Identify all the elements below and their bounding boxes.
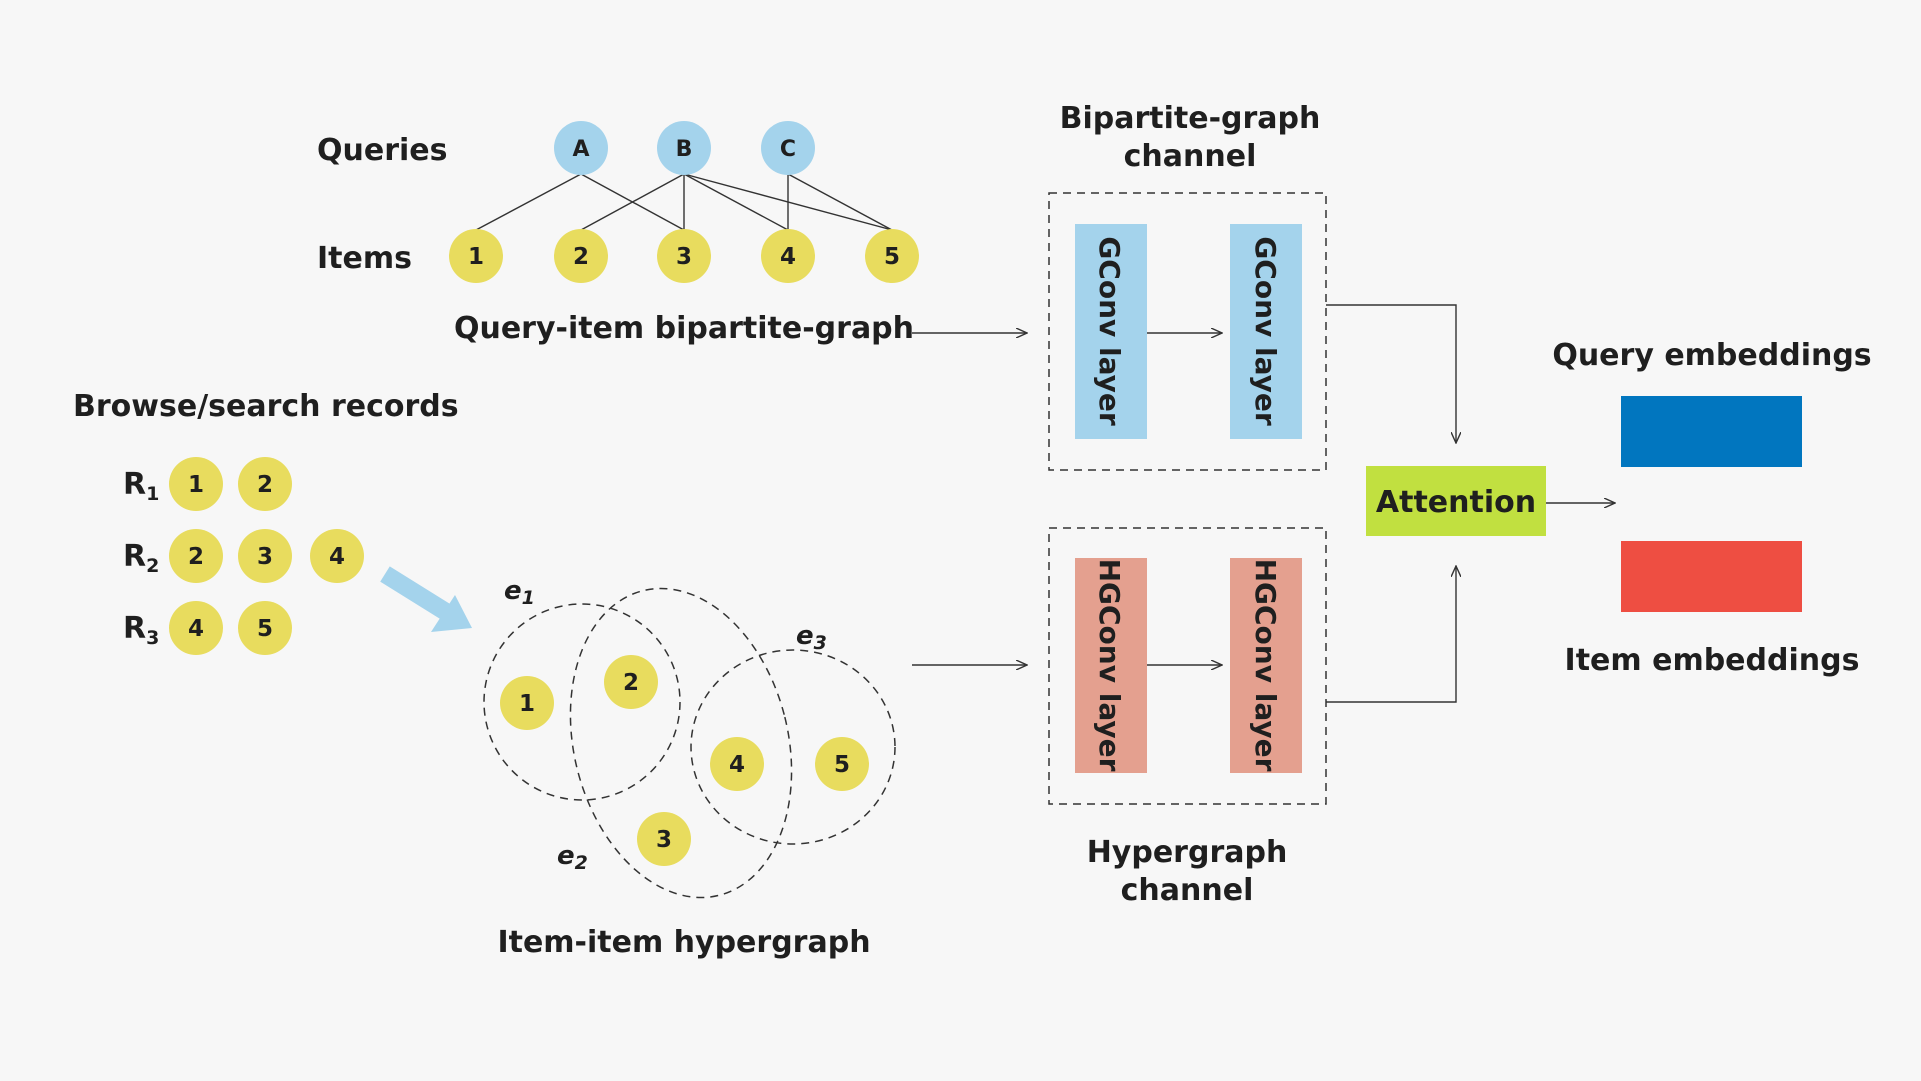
record-row-1: R1 1 2 [123,457,292,511]
item-node-1: 1 [449,229,503,283]
svg-text:GConv layer: GConv layer [1249,236,1282,426]
gconv-layer-2: GConv layer [1230,224,1302,439]
query-embeddings-label: Query embeddings [1552,338,1871,373]
bipartite-graph-caption: Query-item bipartite-graph [454,311,914,346]
items-label: Items [317,241,412,276]
query-node-circle [554,121,608,175]
svg-text:1: 1 [519,691,535,717]
query-node-C: C [761,121,815,175]
query-node-circle [657,121,711,175]
svg-text:3: 3 [656,827,672,853]
item-node-label: 5 [884,244,900,270]
bipartite-channel-box [1048,192,1327,471]
item-node-5: 5 [238,601,292,655]
record-label: R2 [123,539,159,577]
svg-text:HGConv layer: HGConv layer [1093,559,1126,772]
item-node-1: 1 [169,457,223,511]
svg-text:2: 2 [257,472,273,498]
hypergraph-channel-title-line1: Hypergraph [1087,835,1288,870]
hgconv-layer-2: HGConv layer [1230,558,1302,773]
item-node-2: 2 [169,529,223,583]
hypergraph-channel-title-line2: channel [1121,873,1254,908]
svg-text:GConv layer: GConv layer [1093,236,1126,426]
hypergraph-node-4: 4 [710,737,764,791]
record-row-2: R2 2 3 4 [123,529,364,583]
query-embeddings-bar [1621,396,1802,467]
hypergraph-node-1: 1 [500,676,554,730]
svg-text:1: 1 [188,472,204,498]
item-embeddings-bar [1621,541,1802,612]
item-node-4: 4 [169,601,223,655]
item-node-circle [449,229,503,283]
hyperedge-label-e3: e3 [796,621,827,654]
svg-text:5: 5 [257,616,273,642]
item-node-2: 2 [554,229,608,283]
item-embeddings-label: Item embeddings [1565,643,1860,678]
hyperedge-label-e2: e2 [557,841,588,874]
svg-text:2: 2 [623,670,639,696]
queries-label: Queries [317,133,448,168]
bipartite-channel-title-line2: channel [1124,139,1257,174]
record-label: R3 [123,611,159,649]
attention-block: Attention [1366,466,1546,536]
item-node-circle [761,229,815,283]
bipartite-edges [475,173,893,231]
item-node-circle [554,229,608,283]
record-row-3: R3 4 5 [123,601,292,655]
svg-text:HGConv layer: HGConv layer [1249,559,1282,772]
svg-text:4: 4 [329,544,345,570]
bipartite-channel-title-line1: Bipartite-graph [1060,101,1321,136]
item-node-3: 3 [238,529,292,583]
item-node-3: 3 [657,229,711,283]
svg-text:4: 4 [729,752,745,778]
query-node-circle [761,121,815,175]
hypergraph-to-attention-arrow [1326,566,1456,703]
item-node-label: 1 [468,244,484,270]
item-node-label: 3 [676,244,692,270]
svg-text:3: 3 [257,544,273,570]
item-node-2: 2 [238,457,292,511]
svg-text:2: 2 [188,544,204,570]
item-node-4: 4 [761,229,815,283]
item-node-4: 4 [310,529,364,583]
query-node-label: B [676,137,693,162]
hypergraph-node-5: 5 [815,737,869,791]
item-node-circle [865,229,919,283]
hypergraph-node-3: 3 [637,812,691,866]
record-label: R1 [123,467,159,505]
hyperedge-label-e1: e1 [504,576,535,609]
hypergraph-node-2: 2 [604,655,658,709]
records-to-hypergraph-arrow-icon [380,566,472,632]
hyperedge-e3 [690,649,896,845]
query-node-A: A [554,121,608,175]
gconv-layer-1: GConv layer [1075,224,1147,439]
query-node-B: B [657,121,711,175]
query-node-label: C [780,137,796,162]
item-node-label: 2 [573,244,589,270]
item-node-5: 5 [865,229,919,283]
hypergraph-caption: Item-item hypergraph [497,925,870,960]
hyperedges [483,587,896,899]
bipartite-to-attention-arrow [1326,304,1456,443]
svg-text:4: 4 [188,616,204,642]
item-node-circle [657,229,711,283]
browse-records-label: Browse/search records [73,389,459,424]
hyperedge-e2 [569,587,793,899]
item-node-label: 4 [780,244,796,270]
query-node-label: A [572,137,589,162]
hyperedge-e1 [483,603,681,801]
svg-text:5: 5 [834,752,850,778]
hgconv-layer-1: HGConv layer [1075,558,1147,773]
hypergraph-channel-box [1048,527,1327,805]
attention-label: Attention [1376,485,1536,520]
